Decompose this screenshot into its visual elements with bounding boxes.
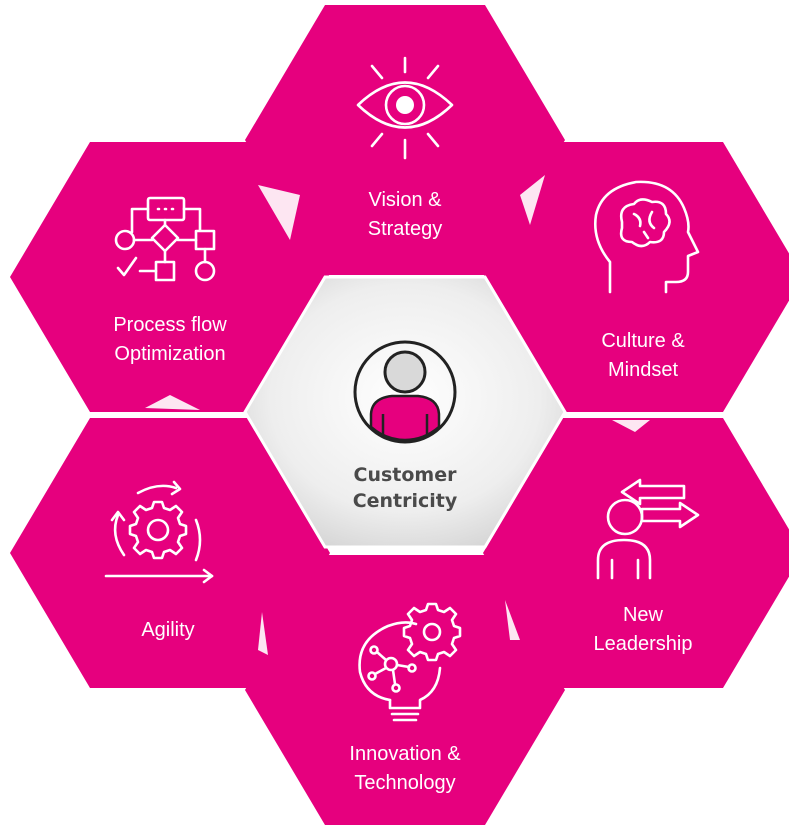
customer-avatar-icon: [353, 340, 457, 444]
label-vision-line1: Vision &: [368, 189, 442, 211]
hexagon-innovation: [245, 555, 565, 825]
hexagon-leadership: [483, 418, 789, 688]
leader-arrows-icon: [596, 478, 700, 580]
label-process-line2: Optimization: [114, 343, 225, 365]
label-culture-line2: Mindset: [608, 359, 678, 381]
hexagon-agility: [10, 418, 330, 688]
label-leadership-line2: Leadership: [594, 633, 693, 655]
fold-accent: [258, 612, 268, 655]
label-innovation-line1: Innovation &: [349, 743, 461, 765]
lightbulb-gear-icon: [358, 602, 462, 722]
fold-accent: [612, 420, 650, 432]
label-agility: Agility: [141, 619, 194, 641]
label-center-line1: Customer: [354, 464, 458, 486]
fold-accent: [505, 600, 520, 640]
label-process-line1: Process flow: [113, 314, 227, 336]
label-center-line2: Centricity: [353, 490, 458, 512]
label-innovation-line2: Technology: [354, 772, 455, 794]
eye-icon: [356, 56, 454, 160]
label-leadership-line1: New: [623, 604, 664, 626]
label-vision-line2: Strategy: [368, 218, 442, 240]
brain-head-icon: [594, 180, 700, 294]
fold-accent: [258, 185, 300, 240]
cycle-gear-icon: [104, 480, 214, 584]
fold-accent: [520, 175, 545, 225]
flowchart-icon: [114, 196, 216, 282]
label-culture-line1: Culture &: [601, 330, 685, 352]
fold-accent: [145, 395, 200, 410]
hexagon-process: [10, 142, 330, 412]
hexagon-culture: [483, 142, 789, 412]
